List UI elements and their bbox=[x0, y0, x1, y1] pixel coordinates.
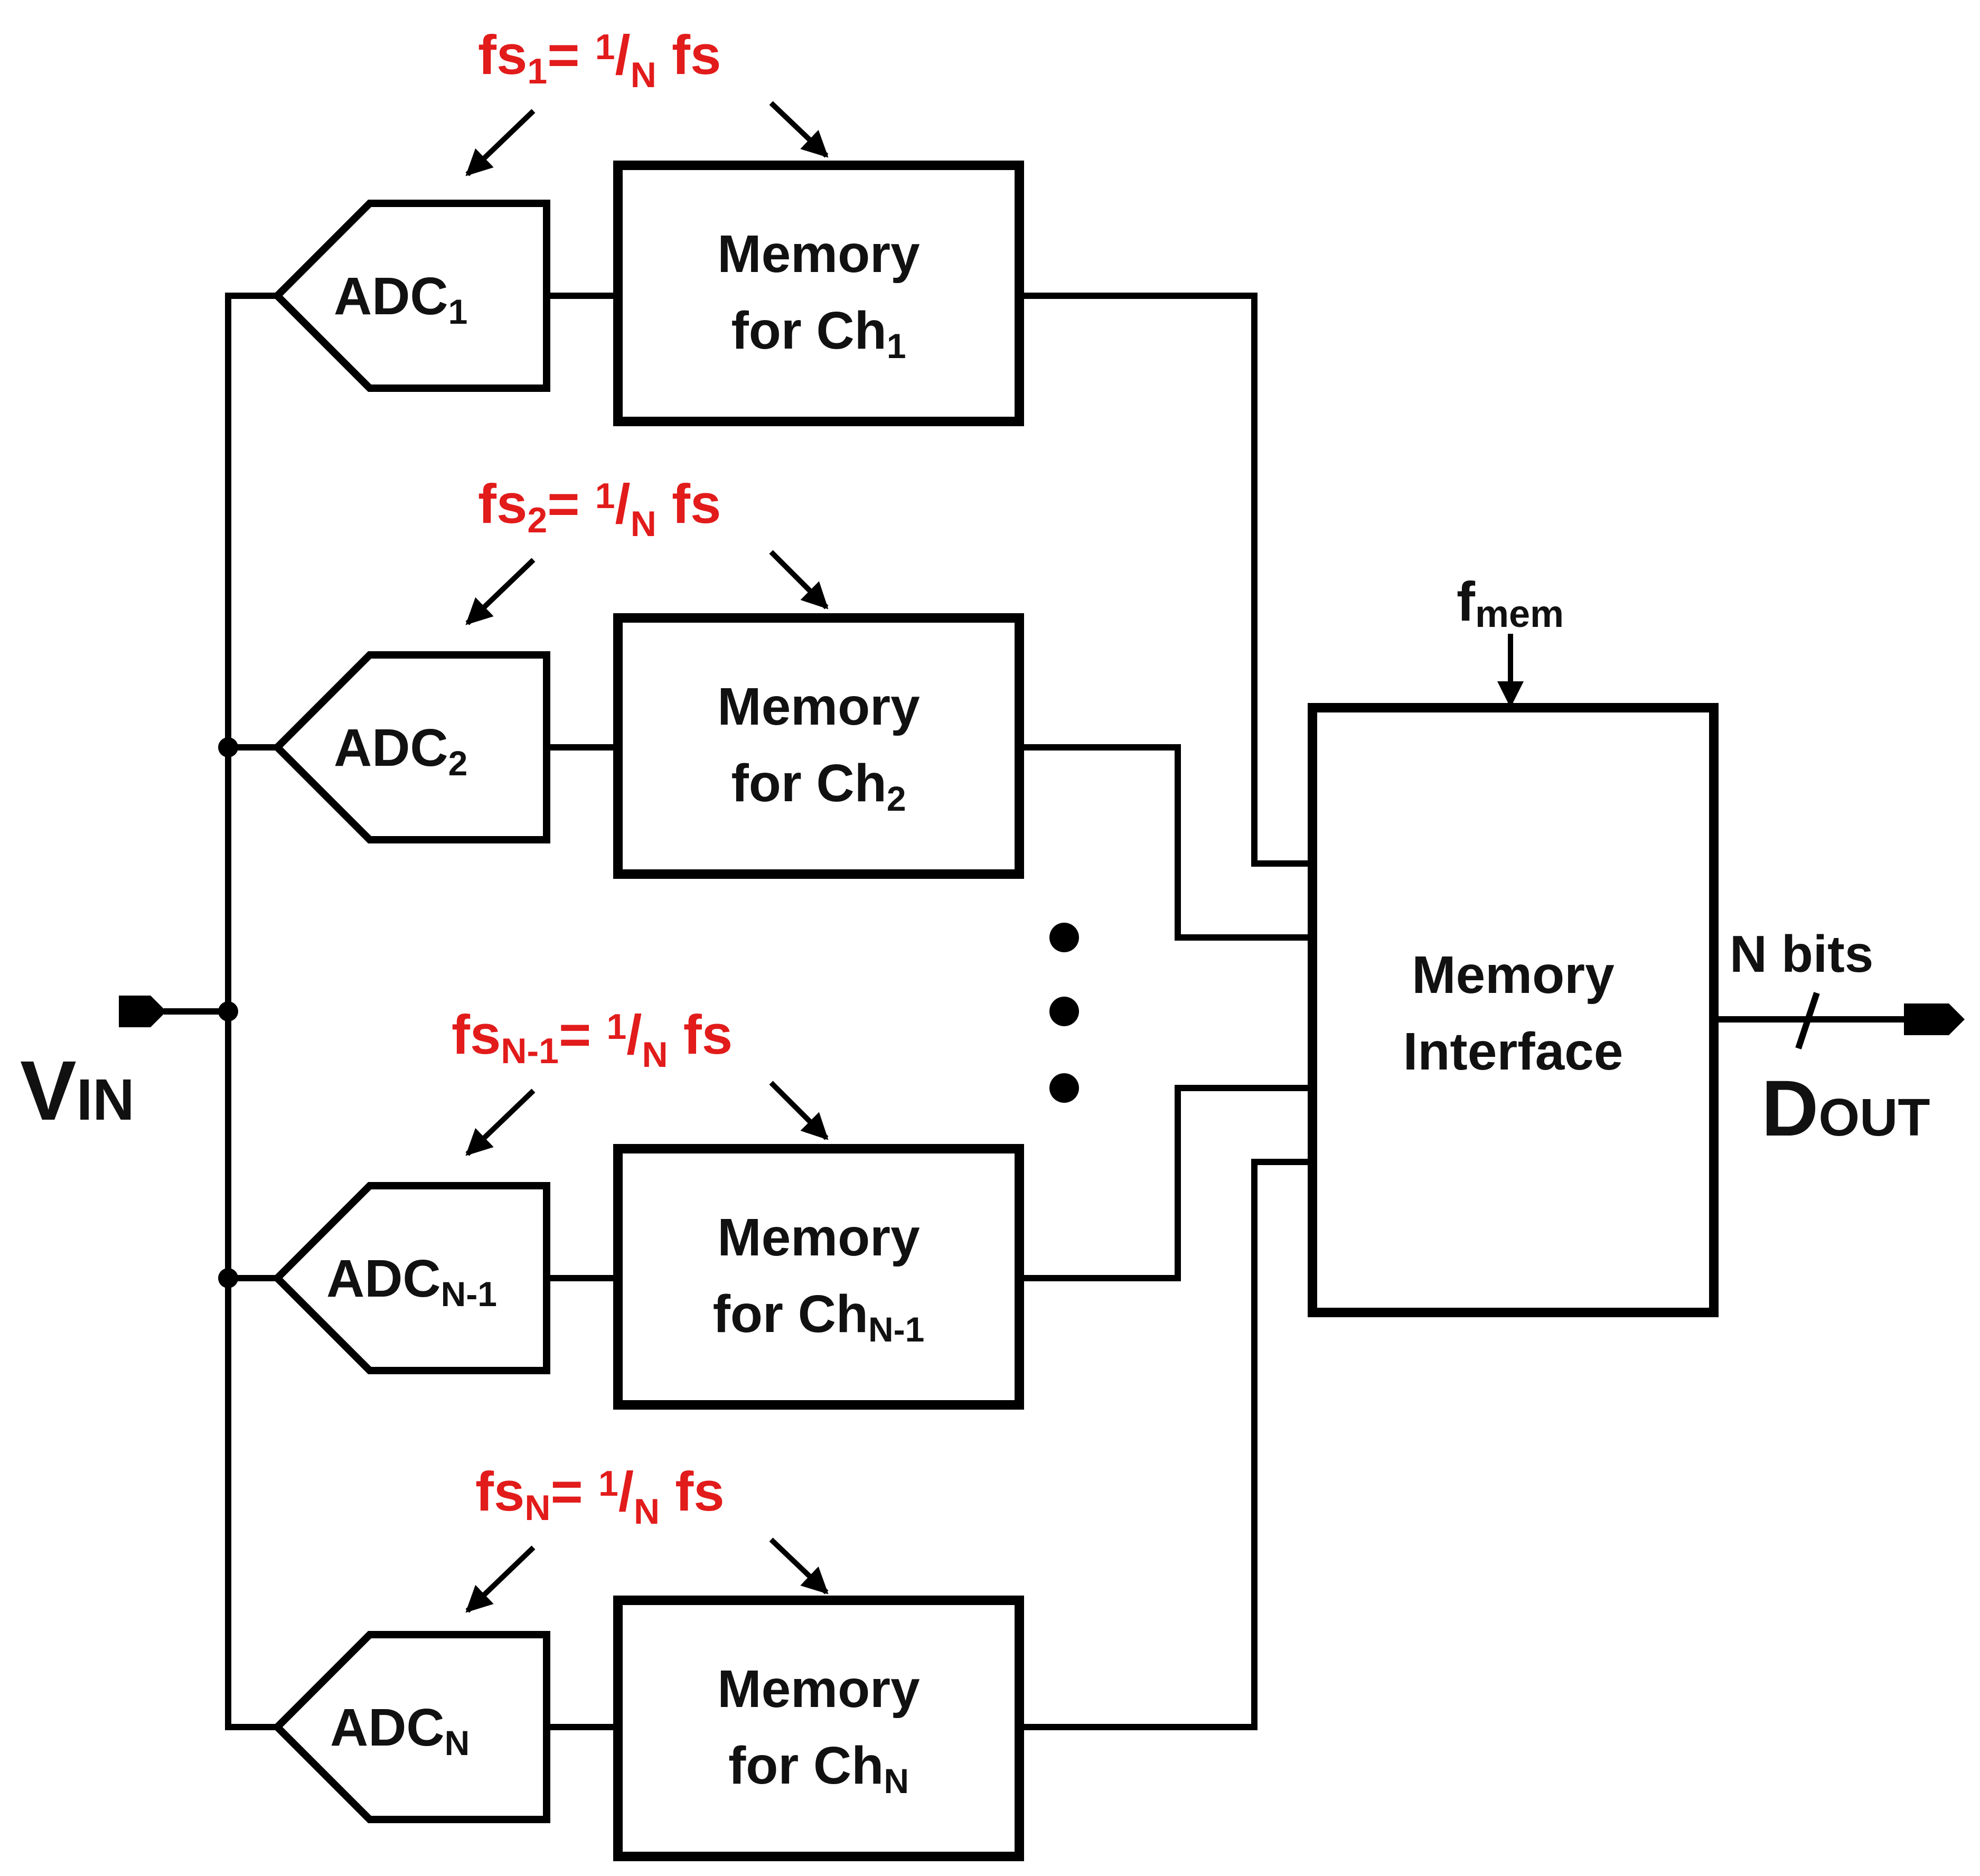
junction-dot-chn-1 bbox=[218, 1268, 238, 1288]
bus-slash-mark bbox=[1795, 992, 1820, 1049]
clock-label-chn: fsN= 1/N fs bbox=[475, 1461, 725, 1532]
memory-label-line2-ch2: for Ch2 bbox=[731, 754, 906, 818]
memory-block-chn bbox=[613, 1596, 1024, 1861]
ellipsis-dot-1 bbox=[1049, 923, 1079, 952]
memory-block-ch2 bbox=[613, 613, 1024, 879]
mem-to-interface-wire-chn-1 bbox=[1019, 1085, 1312, 1281]
clock-label-chn-1: fsN-1= 1/N fs bbox=[452, 1004, 733, 1075]
channel-n: fsN= 1/N fs ADCN Memory for ChN bbox=[272, 1159, 1312, 1861]
n-bits-label: N bits bbox=[1730, 925, 1873, 983]
memory-label-line1-chn: Memory bbox=[717, 1659, 920, 1719]
clock-arrow-adc-ch1 bbox=[465, 109, 536, 176]
adc-label-ch1: ADC1 bbox=[334, 267, 467, 331]
clock-arrow-adc-ch2 bbox=[465, 558, 536, 625]
clock-arrow-mem-chn bbox=[769, 1537, 829, 1594]
mem-to-interface-wire-ch1 bbox=[1019, 293, 1312, 867]
clock-arrow-adc-chn bbox=[465, 1545, 536, 1613]
clock-arrow-adc-chn-1 bbox=[465, 1089, 536, 1156]
dout-output-port bbox=[1904, 1003, 1965, 1035]
memory-label-line1-chn-1: Memory bbox=[717, 1208, 920, 1267]
clock-label-ch1: fs1= 1/N fs bbox=[478, 24, 721, 95]
clock-arrow-mem-chn-1 bbox=[769, 1081, 829, 1140]
vin-label: VIN bbox=[20, 1043, 135, 1138]
clock-arrow-mem-ch1 bbox=[769, 101, 829, 158]
memory-label-line2-chn: for ChN bbox=[728, 1736, 909, 1800]
memory-label-line2-chn-1: for ChN-1 bbox=[713, 1284, 925, 1349]
memory-block-chn-1 bbox=[613, 1144, 1024, 1410]
mem-to-interface-wire-chn bbox=[1019, 1159, 1312, 1730]
memory-interface-label-line2: Interface bbox=[1403, 1022, 1624, 1081]
dout-label: DOUT bbox=[1761, 1064, 1930, 1152]
adc-label-chn: ADCN bbox=[330, 1698, 470, 1762]
memory-label-line1-ch2: Memory bbox=[717, 677, 920, 736]
junction-dot-vin bbox=[218, 1001, 238, 1021]
junction-dot-ch2 bbox=[218, 737, 238, 757]
adc-label-ch2: ADC2 bbox=[334, 718, 467, 783]
ellipsis-dot-2 bbox=[1049, 997, 1079, 1026]
ellipsis-dot-3 bbox=[1049, 1073, 1079, 1103]
memory-interface-block bbox=[1308, 703, 1719, 1317]
channel-1: fs1= 1/N fs ADC1 Memory for Ch1 bbox=[272, 24, 1312, 867]
fmem-clock-label: fmem bbox=[1457, 571, 1564, 635]
mem-to-interface-wire-ch2 bbox=[1019, 744, 1312, 941]
adc-label-chn-1: ADCN-1 bbox=[326, 1249, 497, 1314]
clock-arrow-mem-ch2 bbox=[769, 550, 829, 609]
channel-n-1: fsN-1= 1/N fs ADCN-1 Memory for ChN-1 bbox=[272, 1004, 1312, 1410]
memory-block-ch1 bbox=[613, 161, 1024, 426]
clock-label-ch2: fs2= 1/N fs bbox=[478, 473, 721, 544]
channel-2: fs2= 1/N fs ADC2 Memory for Ch2 bbox=[272, 473, 1312, 941]
memory-label-line2-ch1: for Ch1 bbox=[731, 301, 906, 365]
memory-label-line1-ch1: Memory bbox=[717, 224, 920, 284]
vin-input-port bbox=[119, 996, 166, 1027]
memory-interface-label-line1: Memory bbox=[1412, 945, 1615, 1005]
